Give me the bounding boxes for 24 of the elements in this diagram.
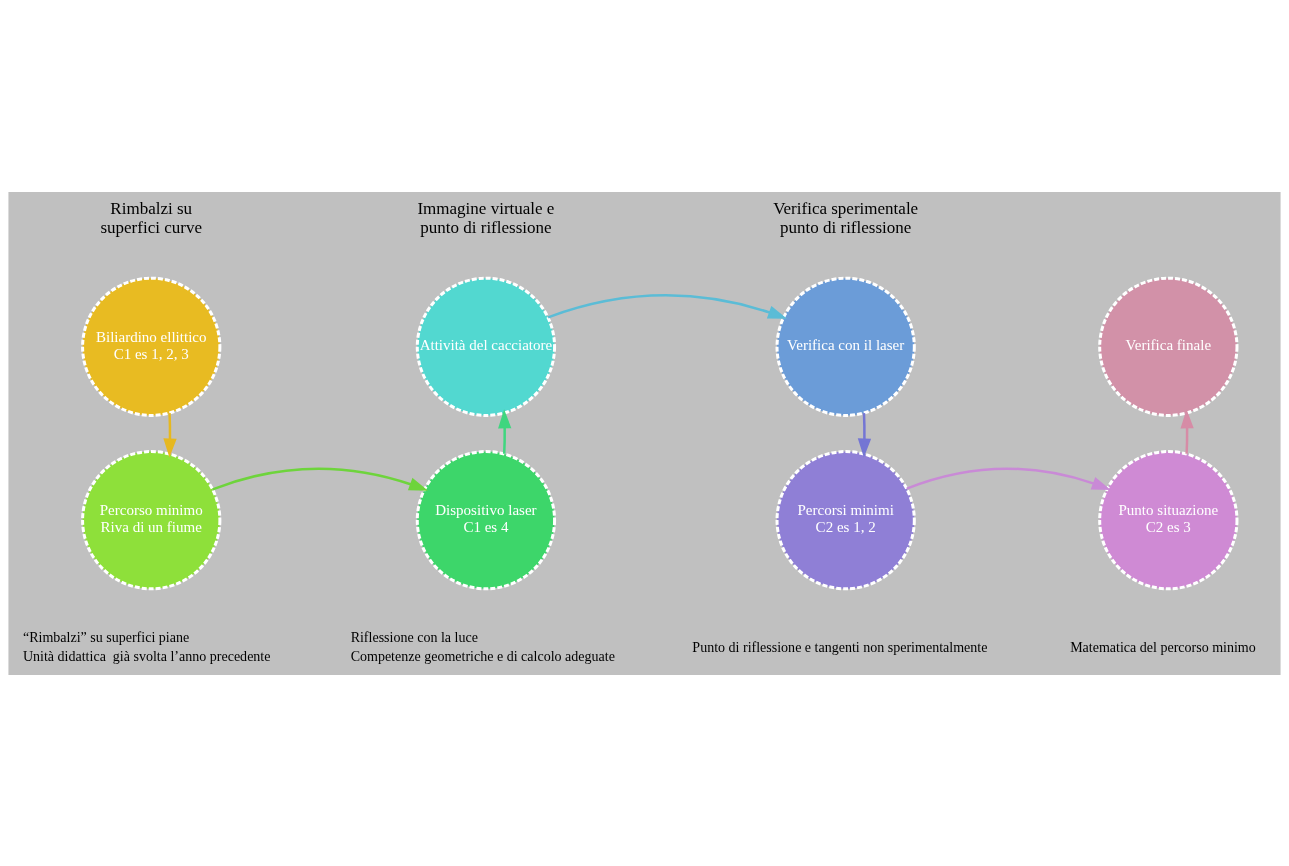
node-label: Riflessione con la luce (350, 629, 478, 645)
node-label: Unità didattica già svolta l’anno precedente (22, 648, 271, 664)
node-label: Immagine virtuale e punto di riflessione (417, 198, 555, 237)
node-label: Punto di riflessione e tangenti non sperimentalmente (692, 639, 988, 655)
arrow (906, 467, 1111, 490)
node-circle: Verifica con il laser (775, 276, 916, 417)
node-label: Rimbalzi su superfici curve (100, 198, 203, 237)
node-label: “Rimbalzi” su superfici piane (22, 629, 190, 645)
arrow (857, 412, 872, 458)
node-label: Verifica sperimentale punto di riflessione (773, 198, 919, 237)
arrow (547, 293, 788, 319)
arrow (1180, 408, 1194, 454)
node-circle: Punto situazione C2 es 3 (1098, 449, 1239, 590)
arrow (212, 467, 429, 491)
node-label: Matematica del percorso minimo (1070, 639, 1256, 655)
arrow (163, 412, 177, 458)
node-circle: Percorso minimo Riva di un fiume (81, 449, 222, 590)
node-circle: Dispositivo laser C1 es 4 (415, 449, 557, 590)
arrow (498, 408, 512, 454)
node-circle: Attività del cacciatore (415, 276, 557, 417)
node-circle: Biliardino ellittico C1 es 1, 2, 3 (81, 276, 222, 417)
node-circle: Verifica finale (1098, 276, 1239, 417)
node-circle: Percorsi minimi C2 es 1, 2 (775, 449, 916, 590)
node-label: Competenze geometriche e di calcolo adeguate (350, 648, 615, 664)
